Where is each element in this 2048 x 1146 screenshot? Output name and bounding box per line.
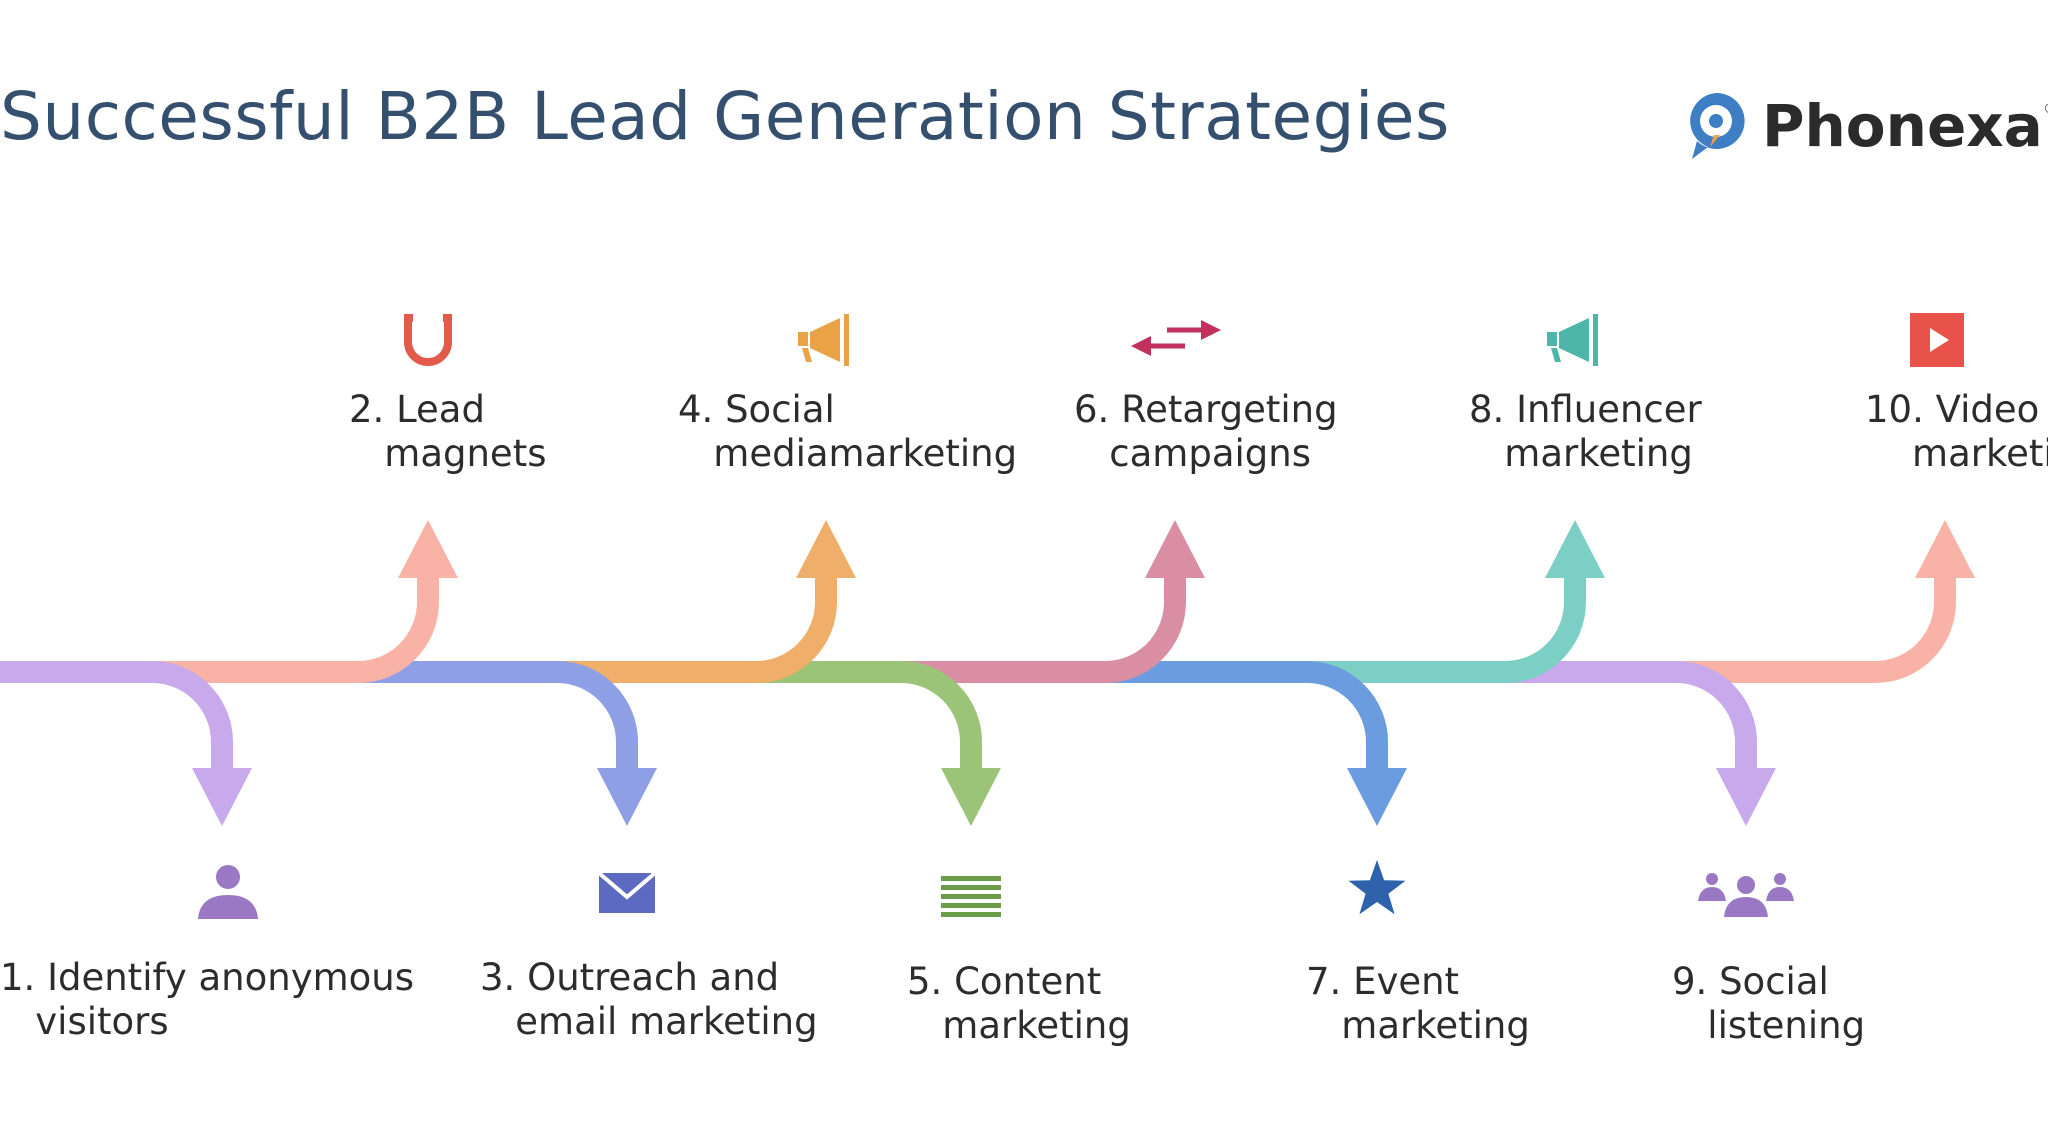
flow-path-10 [1660, 578, 1956, 683]
strategy-stream-9 [1490, 661, 1776, 826]
content-lines-icon [941, 876, 1001, 917]
envelope-icon [597, 871, 657, 913]
person-icon [198, 865, 258, 919]
strategy-label-10: 10. Video marketing [1865, 388, 2048, 476]
flow-path-7 [1090, 661, 1388, 768]
strategy-label-2: 2. Lead magnets [349, 388, 546, 476]
flow-path-6 [890, 578, 1186, 683]
strategy-label-5: 5. Content marketing [907, 960, 1131, 1048]
strategy-text: Lead magnets [384, 388, 547, 475]
strategy-label-3: 3. Outreach and email marketing [480, 956, 818, 1044]
play-video-icon [1910, 313, 1964, 367]
flow-path-4 [540, 578, 837, 683]
group-icon [1698, 873, 1794, 917]
strategy-text: Influencer marketing [1504, 388, 1702, 475]
strategy-text: Content marketing [942, 960, 1131, 1047]
strategy-number: 4. [678, 388, 714, 431]
megaphone-icon [798, 314, 849, 366]
strategy-text: Identify anonymous visitors [35, 956, 415, 1043]
page-title: Successful B2B Lead Generation Strategie… [0, 78, 1450, 155]
arrowhead-4 [796, 520, 856, 578]
strategy-stream-3 [340, 661, 657, 826]
arrowhead-6 [1145, 520, 1205, 578]
star-icon [1348, 860, 1406, 915]
megaphone-icon [1547, 314, 1598, 366]
flow-path-5 [740, 661, 982, 768]
strategy-text: Outreach and email marketing [515, 956, 818, 1043]
arrowhead-2 [398, 520, 458, 578]
strategy-label-1: 1. Identify anonymous visitors [0, 956, 414, 1044]
brand-logo: Phonexa ® [1684, 86, 2048, 166]
strategy-number: 3. [480, 956, 516, 999]
flow-path-8 [1290, 578, 1586, 683]
magnet-icon [404, 314, 452, 366]
strategy-stream-6 [890, 520, 1205, 683]
strategy-stream-10 [1660, 520, 1975, 683]
strategy-number: 10. [1865, 388, 1924, 431]
strategy-number: 8. [1469, 388, 1505, 431]
strategy-label-8: 8. Influencer marketing [1469, 388, 1702, 476]
strategy-number: 2. [349, 388, 385, 431]
strategy-label-4: 4. Social mediamarketing [678, 388, 1017, 476]
registered-mark: ® [2045, 100, 2048, 116]
strategy-text: Social mediamarketing [713, 388, 1018, 475]
strategy-stream-7 [1090, 661, 1407, 826]
strategy-number: 9. [1672, 960, 1708, 1003]
strategy-text: Social listening [1707, 960, 1866, 1047]
flow-path-2 [130, 578, 439, 683]
arrowhead-8 [1545, 520, 1605, 578]
strategy-number: 1. [0, 956, 36, 999]
strategy-stream-5 [740, 661, 1001, 826]
flow-path-3 [340, 661, 638, 768]
strategy-stream-4 [540, 520, 856, 683]
strategy-stream-2 [130, 520, 458, 683]
chat-bubble-logo-icon [1690, 92, 1745, 159]
strategy-label-9: 9. Social listening [1672, 960, 1865, 1048]
strategy-stream-8 [1290, 520, 1605, 683]
strategy-text: Event marketing [1341, 960, 1530, 1047]
arrowhead-9 [1716, 768, 1776, 826]
strategy-stream-1 [0, 661, 252, 826]
strategy-text: Retargeting campaigns [1109, 388, 1338, 475]
strategy-number: 6. [1074, 388, 1110, 431]
swap-arrows-icon [1131, 320, 1221, 356]
arrowhead-10 [1915, 520, 1975, 578]
arrowhead-5 [941, 768, 1001, 826]
brand-name: Phonexa [1762, 92, 2043, 160]
strategy-number: 5. [907, 960, 943, 1003]
strategy-number: 7. [1306, 960, 1342, 1003]
arrowhead-7 [1347, 768, 1407, 826]
flow-path-9 [1490, 661, 1757, 768]
strategy-text: Video marketing [1912, 388, 2048, 475]
arrowhead-1 [192, 768, 252, 826]
strategy-label-6: 6. Retargeting campaigns [1074, 388, 1338, 476]
flow-path-1 [0, 661, 233, 768]
strategy-label-7: 7. Event marketing [1306, 960, 1530, 1048]
arrowhead-3 [597, 768, 657, 826]
